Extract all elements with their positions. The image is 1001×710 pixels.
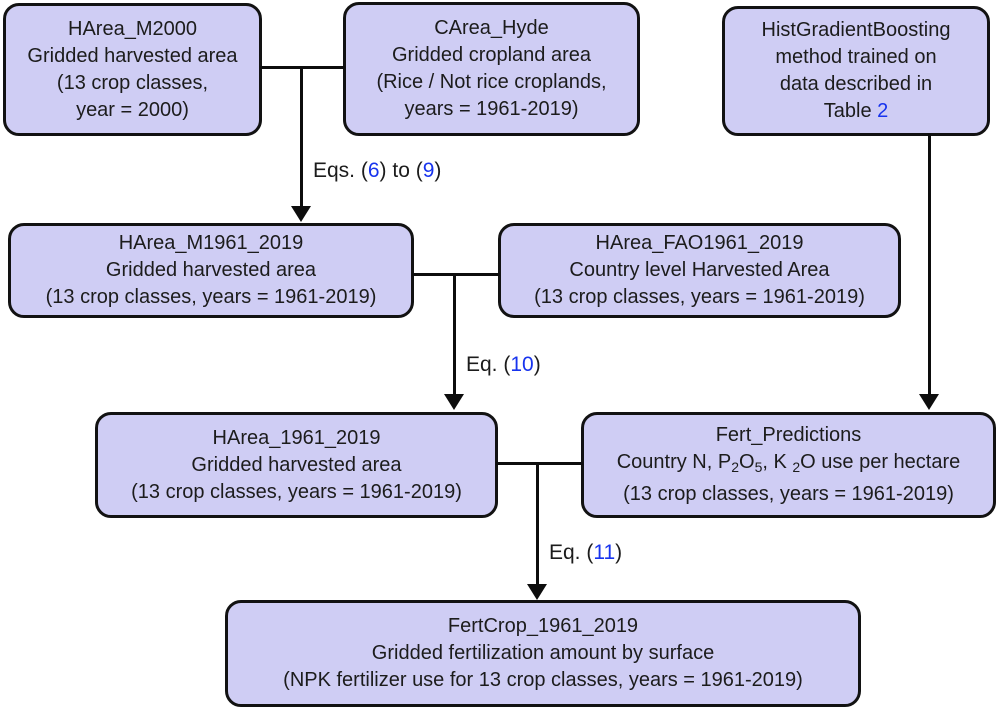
label-text: ): [533, 353, 541, 376]
text-segment: O use per hectare: [800, 451, 961, 473]
label-text: Eq. (: [466, 353, 511, 376]
box-line: (13 crop classes, years = 1961-2019): [623, 483, 954, 505]
box-line: year = 2000): [76, 98, 189, 121]
box-line: Gridded cropland area: [391, 44, 591, 66]
eq-6-reference-link[interactable]: 6: [367, 159, 380, 182]
arrowhead-to-harea-m1961: [291, 206, 311, 222]
box-title: HistGradientBoosting: [761, 19, 951, 41]
text-segment: , K: [762, 451, 793, 473]
box-title: FertCrop_1961_2019: [447, 615, 639, 637]
box-line: (13 crop classes, years = 1961-2019): [131, 480, 462, 503]
table-ref-text: Table: [823, 100, 878, 122]
label-text: ): [615, 541, 623, 564]
box-line: Gridded harvested area: [27, 44, 238, 67]
box-line: Country level Harvested Area: [569, 259, 830, 281]
subscript: 2: [731, 459, 739, 475]
box-harea-m2000: HArea_M2000 Gridded harvested area (13 c…: [3, 3, 262, 136]
table-2-reference-link[interactable]: 2: [877, 100, 889, 122]
arrowhead-to-harea-1961: [444, 394, 464, 410]
box-fert-predictions: Fert_Predictions Country N, P2O5, K 2O u…: [581, 412, 996, 518]
box-line: Gridded fertilization amount by surface: [371, 642, 715, 664]
box-title: Fert_Predictions: [715, 424, 862, 446]
edge-label-eqs-6-to-9: Eqs. (6) to (9): [313, 159, 441, 183]
box-line: data described in: [779, 73, 933, 95]
arrowhead-to-fert-predictions: [919, 394, 939, 410]
box-title: HArea_FAO1961_2019: [595, 232, 804, 254]
connector-histgb-vertical-line: [928, 134, 931, 395]
eq-9-reference-link[interactable]: 9: [422, 159, 435, 182]
box-line: (13 crop classes, years = 1961-2019): [534, 286, 865, 308]
text-segment: O: [739, 451, 755, 473]
box-line: (13 crop classes,: [56, 71, 209, 94]
box-line: (NPK fertilizer use for 13 crop classes,…: [283, 669, 803, 691]
box-harea-fao1961-2019: HArea_FAO1961_2019 Country level Harvest…: [498, 223, 901, 318]
connector-top-vertical-line: [300, 66, 303, 208]
box-title: CArea_Hyde: [434, 17, 549, 39]
connector-bottom-vertical-line: [536, 462, 539, 586]
box-hist-gradient-boosting: HistGradientBoosting method trained on d…: [722, 6, 990, 136]
box-line: (Rice / Not rice croplands,: [376, 71, 607, 93]
box-line-chemical: Country N, P2O5, K 2O use per hectare: [617, 449, 961, 481]
box-title: HArea_1961_2019: [212, 426, 381, 449]
box-title: HArea_M2000: [68, 17, 197, 40]
connector-bottom-horizontal-line: [496, 462, 583, 465]
eq-11-reference-link[interactable]: 11: [593, 541, 616, 564]
text-segment: Country N, P: [616, 451, 732, 473]
box-harea-m1961-2019: HArea_M1961_2019 Gridded harvested area …: [8, 223, 414, 318]
label-text: ) to (: [379, 159, 423, 182]
label-text: Eq. (: [549, 541, 594, 564]
box-fertcrop-1961-2019: FertCrop_1961_2019 Gridded fertilization…: [225, 600, 861, 707]
eq-10-reference-link[interactable]: 10: [510, 353, 534, 376]
connector-mid-vertical-line: [453, 273, 456, 395]
edge-label-eq-10: Eq. (10): [466, 353, 541, 377]
box-harea-1961-2019: HArea_1961_2019 Gridded harvested area (…: [95, 412, 498, 518]
label-text: Eqs. (: [313, 159, 368, 182]
box-line: years = 1961-2019): [404, 98, 579, 120]
label-text: ): [434, 159, 442, 182]
box-line: (13 crop classes, years = 1961-2019): [45, 286, 377, 308]
box-line: Gridded harvested area: [105, 259, 317, 281]
box-carea-hyde: CArea_Hyde Gridded cropland area (Rice /…: [343, 2, 640, 136]
box-line: Gridded harvested area: [191, 453, 402, 476]
box-line: method trained on: [775, 46, 937, 68]
connector-mid-horizontal-line: [412, 273, 500, 276]
arrowhead-to-fertcrop: [527, 584, 547, 600]
box-title: HArea_M1961_2019: [118, 232, 304, 254]
subscript: 5: [754, 459, 763, 475]
box-line: Table 2: [824, 98, 889, 125]
edge-label-eq-11: Eq. (11): [549, 541, 622, 565]
subscript: 2: [792, 459, 801, 475]
